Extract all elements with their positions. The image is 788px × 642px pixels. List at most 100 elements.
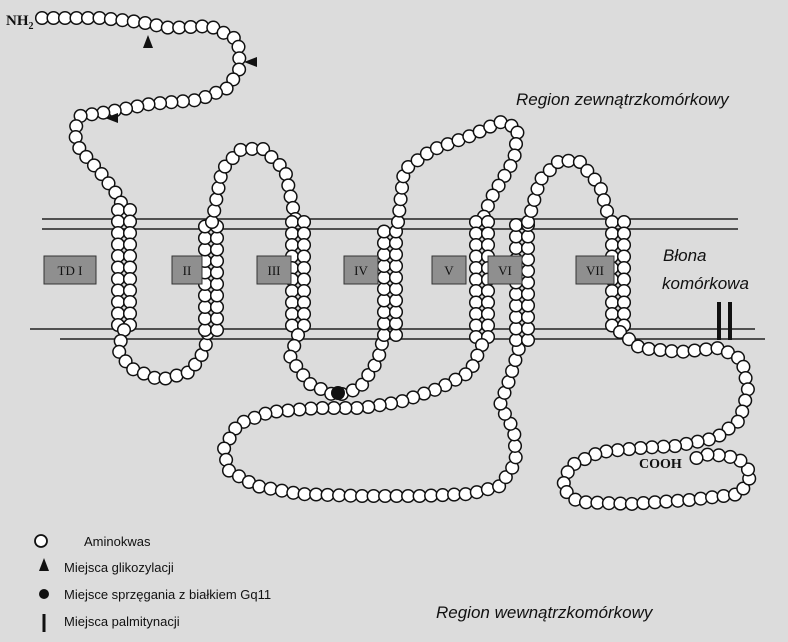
amino-acid-bead xyxy=(694,492,707,505)
amino-acid-bead xyxy=(522,334,535,347)
amino-acid-bead xyxy=(510,288,523,301)
amino-acid-bead xyxy=(177,95,190,108)
amino-acid-bead xyxy=(522,311,535,324)
amino-acid-bead xyxy=(470,216,483,229)
amino-acid-bead xyxy=(211,289,224,302)
amino-acid-bead xyxy=(591,496,604,509)
amino-acid-bead xyxy=(124,238,137,251)
amino-acid-bead xyxy=(234,144,247,157)
amino-acid-bead xyxy=(124,284,137,297)
amino-acid-bead xyxy=(116,14,129,27)
amino-acid-bead xyxy=(522,230,535,243)
amino-acid-bead xyxy=(165,96,178,109)
amino-acid-bead xyxy=(112,204,125,217)
legend-label: Miejsca palmitynacji xyxy=(64,614,180,629)
amino-acid-bead xyxy=(703,433,716,446)
amino-acid-bead xyxy=(402,490,415,503)
amino-acid-bead xyxy=(390,490,403,503)
coupling-dot-icon xyxy=(39,589,49,599)
amino-acid-bead xyxy=(390,306,403,319)
amino-acid-bead xyxy=(367,490,380,503)
amino-acid-bead xyxy=(379,490,392,503)
amino-acid-bead xyxy=(393,204,406,217)
amino-acid-bead xyxy=(378,317,391,330)
amino-acid-bead xyxy=(211,324,224,337)
gq11-coupling-dot xyxy=(331,386,345,400)
amino-acid-bead xyxy=(124,273,137,286)
amino-acid-bead xyxy=(618,285,631,298)
amino-acid-bead xyxy=(218,442,231,455)
amino-acid-bead xyxy=(131,100,144,113)
amino-acid-bead xyxy=(470,262,483,275)
amino-acid-bead xyxy=(378,260,391,273)
amino-acid-bead xyxy=(211,312,224,325)
amino-acid-bead xyxy=(208,204,221,217)
amino-acid-bead xyxy=(47,12,60,25)
amino-acid-bead xyxy=(390,329,403,342)
amino-acid-bead xyxy=(511,126,524,139)
amino-acid-bead xyxy=(677,345,690,358)
amino-acid-bead xyxy=(396,395,409,408)
amino-acid-bead xyxy=(70,12,83,25)
amino-acid-bead xyxy=(150,19,163,32)
domain-box: IV xyxy=(344,256,378,284)
amino-acid-bead xyxy=(482,239,495,252)
amino-acid-bead xyxy=(298,239,311,252)
amino-acid-bead xyxy=(286,216,299,229)
amino-acid-bead xyxy=(298,308,311,321)
amino-acid-bead xyxy=(280,168,293,181)
amino-acid-bead xyxy=(206,216,219,229)
amino-acid-bead xyxy=(606,308,619,321)
amino-acid-bead xyxy=(211,255,224,268)
amino-acid-bead xyxy=(413,490,426,503)
amino-acid-bead xyxy=(339,402,352,415)
amino-acid-bead xyxy=(618,296,631,309)
amino-acid-bead xyxy=(200,338,213,351)
amino-acid-bead xyxy=(470,319,483,332)
domain-label: IV xyxy=(354,263,368,278)
domain-box: VI xyxy=(488,256,522,284)
amino-acid-bead xyxy=(510,138,523,151)
amino-acid-bead xyxy=(199,232,212,245)
amino-acid-bead xyxy=(390,248,403,261)
amino-acid-bead xyxy=(510,299,523,312)
amino-acid-bead xyxy=(139,17,152,30)
amino-acid-bead xyxy=(390,317,403,330)
amino-acid-bead xyxy=(510,334,523,347)
amino-acid-bead xyxy=(105,13,118,26)
amino-acid-bead xyxy=(199,312,212,325)
amino-acid-bead xyxy=(124,227,137,240)
amino-acid-bead xyxy=(378,306,391,319)
amino-acid-bead xyxy=(470,239,483,252)
amino-acid-bead xyxy=(154,97,167,110)
intracellular-label: Region wewnątrzkomórkowy xyxy=(436,603,654,622)
legend-label: Miejsca glikozylacji xyxy=(64,560,174,575)
amino-acid-bead xyxy=(86,108,99,121)
amino-acid-bead xyxy=(510,242,523,255)
domain-box: VII xyxy=(576,256,614,284)
amino-acid-bead xyxy=(282,404,295,417)
amino-acid-bead xyxy=(522,299,535,312)
amino-acid-circle-icon xyxy=(35,535,47,547)
amino-acid-bead xyxy=(562,155,575,168)
domain-label: VI xyxy=(498,263,512,278)
amino-acid-bead xyxy=(611,444,624,457)
amino-acid-bead xyxy=(356,490,369,503)
amino-acid-bead xyxy=(298,262,311,275)
membrane-label-line2: komórkowa xyxy=(662,274,749,293)
domain-label: TD I xyxy=(58,263,83,278)
amino-acid-bead xyxy=(298,488,311,501)
amino-acid-bead xyxy=(637,497,650,510)
amino-acid-bead xyxy=(522,288,535,301)
amino-acid-bead xyxy=(253,480,266,493)
amino-acid-bead xyxy=(199,324,212,337)
membrane-label-line1: Błona xyxy=(663,246,706,265)
amino-acid-bead xyxy=(378,283,391,296)
amino-acid-bead xyxy=(212,182,225,195)
glycosylation-triangle-icon xyxy=(39,558,49,571)
amino-acid-bead xyxy=(606,239,619,252)
amino-acid-bead xyxy=(665,345,678,358)
amino-acid-bead xyxy=(657,440,670,453)
amino-acid-bead xyxy=(724,451,737,464)
amino-acid-bead xyxy=(124,204,137,217)
